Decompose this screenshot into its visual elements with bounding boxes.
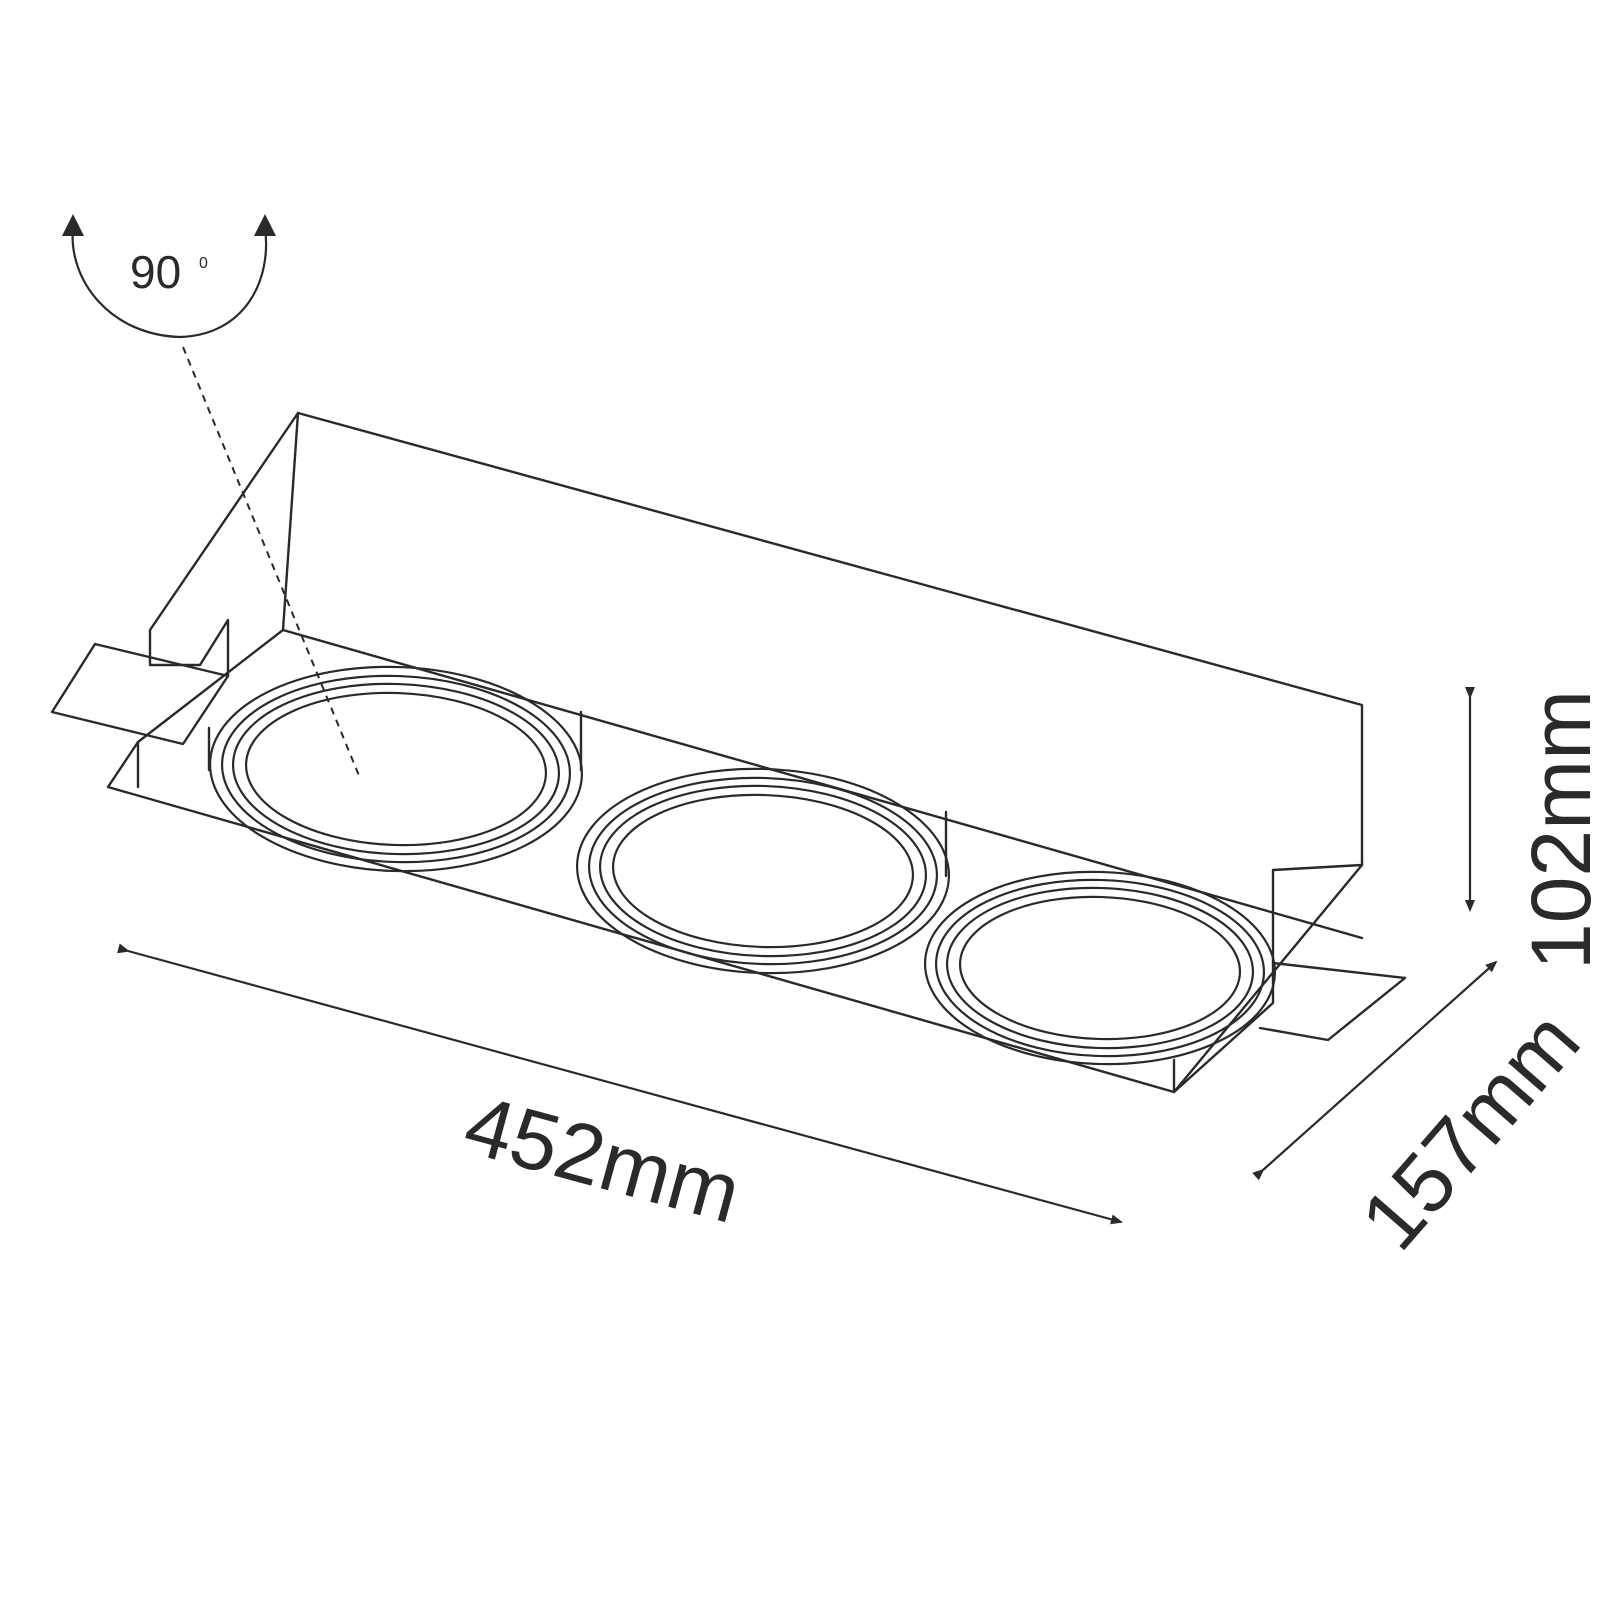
lamp-1-ring-3 — [231, 682, 561, 856]
left-spring-clip — [50, 642, 230, 746]
lamp-1-outer-ring — [208, 665, 584, 873]
housing-outline — [106, 411, 1364, 1094]
housing — [106, 411, 1364, 1094]
rotation-indicator: 90 0 — [62, 214, 361, 779]
lamp-2-ring-3 — [598, 784, 928, 958]
lamp-1 — [208, 665, 584, 873]
lamp-3 — [923, 870, 1277, 1066]
rotation-arrow-right — [254, 214, 276, 236]
rotation-angle-label: 90 — [130, 246, 181, 298]
housing-left-bottom-edge — [136, 628, 285, 789]
lamp-1-inner-ring — [244, 691, 548, 847]
lamp-1-ring-2 — [220, 674, 572, 864]
housing-left-wall — [148, 411, 300, 678]
lamp-3-inner-ring — [958, 895, 1242, 1041]
rotation-arrow-left — [62, 214, 84, 236]
lamp-3-ring-2 — [934, 878, 1266, 1058]
height-dimension: 102mm — [1465, 687, 1600, 970]
width-label: 157mm — [1343, 994, 1598, 1267]
length-label: 452mm — [455, 1077, 750, 1241]
height-label: 102mm — [1514, 690, 1600, 970]
mounting-clips — [50, 642, 1407, 1042]
right-spring-clip — [1258, 961, 1407, 1042]
width-dimension: 157mm — [1252, 960, 1598, 1267]
length-dimension-line — [117, 943, 1123, 1225]
lamp-2 — [575, 767, 951, 975]
housing-right-edge — [1172, 863, 1364, 1094]
lamp-2-inner-ring — [611, 793, 915, 949]
tilt-axis-dashed-line — [182, 346, 361, 779]
rotation-degree-mark: 0 — [199, 255, 208, 272]
width-dimension-line — [1252, 960, 1498, 1181]
lamp-3-ring-3 — [945, 886, 1255, 1050]
rotation-arc — [71, 227, 268, 339]
